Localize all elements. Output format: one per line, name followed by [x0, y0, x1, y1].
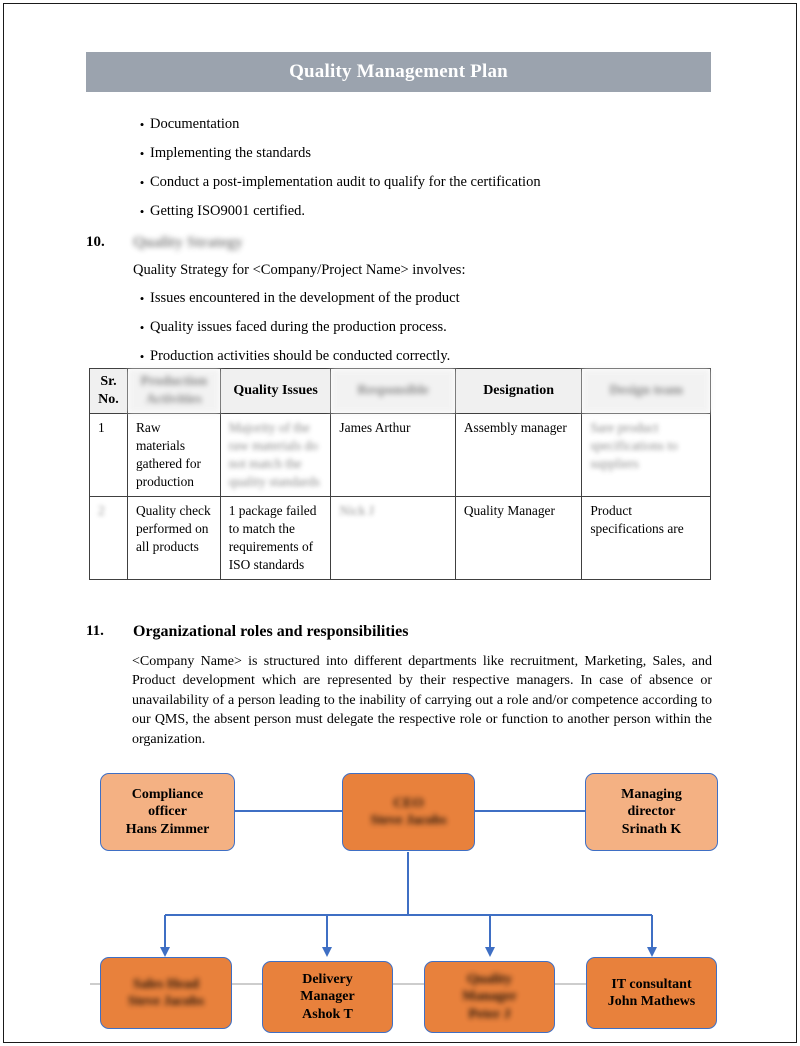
- cell-production-activities: Raw materials gathered for production: [126, 413, 221, 497]
- cell-responsible: James Arthur: [330, 413, 456, 497]
- cell-quality-issues: 1 package failed to match the requiremen…: [219, 496, 332, 580]
- list-item: • Production activities should be conduc…: [134, 347, 796, 366]
- list-item: • Quality issues faced during the produc…: [134, 318, 796, 337]
- org-box-managing-director[interactable]: Managing director Srinath K: [585, 773, 718, 851]
- list-item-label: Issues encountered in the development of…: [150, 290, 460, 306]
- column-header-design-team: Design team: [581, 368, 711, 414]
- org-box-label: CEO Steve Jacobs: [370, 795, 447, 829]
- list-item-label: Implementing the standards: [150, 145, 312, 161]
- cell-designation: Quality Manager: [454, 496, 583, 580]
- list-item-label: Quality issues faced during the producti…: [150, 319, 447, 335]
- list-item: • Getting ISO9001 certified.: [134, 202, 796, 221]
- table-row: 2 Quality check performed on all product…: [89, 496, 711, 580]
- column-header-production-activities: Production Activities: [126, 368, 221, 414]
- org-box-compliance-officer[interactable]: Compliance officer Hans Zimmer: [100, 773, 235, 851]
- list-item: • Implementing the standards: [134, 144, 796, 163]
- document-title-banner: Quality Management Plan: [86, 52, 711, 92]
- org-box-delivery-manager[interactable]: Delivery Manager Ashok T: [262, 961, 393, 1033]
- column-header-quality-issues: Quality Issues: [219, 368, 332, 414]
- list-item: • Conduct a post-implementation audit to…: [134, 173, 796, 192]
- cell-responsible: Nick J: [330, 496, 456, 580]
- cell-sr-no: 1: [89, 413, 128, 497]
- cell-sr-no: 2: [89, 496, 128, 580]
- org-box-label: Quality Manager Peter J: [462, 971, 517, 1022]
- bullet-icon: •: [139, 320, 145, 335]
- bullet-list-top: • Documentation • Implementing the stand…: [134, 115, 796, 231]
- section-10-heading: Quality Strategy: [133, 234, 243, 251]
- org-box-label: Delivery Manager Ashok T: [300, 971, 355, 1022]
- org-box-ceo[interactable]: CEO Steve Jacobs: [342, 773, 475, 851]
- list-item: • Documentation: [134, 115, 796, 134]
- list-item-label: Getting ISO9001 certified.: [150, 203, 306, 219]
- org-box-label: IT consultant John Mathews: [607, 976, 696, 1010]
- list-item: • Issues encountered in the development …: [134, 289, 796, 308]
- org-box-label: Managing director Srinath K: [621, 786, 682, 837]
- column-header-designation: Designation: [454, 368, 583, 414]
- page-content: Quality Management Plan • Documentation …: [4, 4, 795, 1041]
- bullet-icon: •: [139, 117, 145, 132]
- bullet-icon: •: [139, 175, 145, 190]
- cell-quality-issues: Majority of the raw materials do not mat…: [219, 413, 332, 497]
- cell-design-team: Sare product specifications to suppliers: [581, 413, 711, 497]
- quality-issues-table: Sr. No. Production Activities Quality Is…: [89, 368, 711, 580]
- org-box-label: Compliance officer Hans Zimmer: [125, 786, 210, 837]
- bullet-list-strategy: • Issues encountered in the development …: [134, 289, 796, 376]
- document-page: Quality Management Plan • Documentation …: [3, 3, 797, 1043]
- list-item-label: Documentation: [150, 116, 240, 132]
- section-11-paragraph: <Company Name> is structured into differ…: [132, 654, 712, 747]
- org-box-label: Sales Head Steve Jacobs: [128, 976, 204, 1010]
- page-title: Quality Management Plan: [289, 61, 508, 82]
- org-box-sales-head[interactable]: Sales Head Steve Jacobs: [100, 957, 232, 1029]
- cell-designation: Assembly manager: [454, 413, 583, 497]
- bullet-icon: •: [139, 291, 145, 306]
- cell-production-activities: Quality check performed on all products: [126, 496, 221, 580]
- column-header-sr-no: Sr. No.: [89, 368, 128, 414]
- organization-chart: D R Compliance officer Hans Zimmer CEO S…: [4, 759, 795, 1041]
- section-11-number: 11.: [86, 623, 104, 639]
- bullet-icon: •: [139, 204, 145, 219]
- section-11-heading: Organizational roles and responsibilitie…: [133, 623, 409, 640]
- section-10-intro: Quality Strategy for <Company/Project Na…: [133, 262, 466, 278]
- cell-design-team: Product specifications are: [581, 496, 711, 580]
- list-item-label: Conduct a post-implementation audit to q…: [150, 174, 541, 190]
- list-item-label: Production activities should be conducte…: [150, 348, 451, 364]
- org-box-it-consultant[interactable]: IT consultant John Mathews: [586, 957, 717, 1029]
- table-row: 1 Raw materials gathered for production …: [89, 413, 711, 497]
- org-box-quality-manager[interactable]: Quality Manager Peter J: [424, 961, 555, 1033]
- table-header-row: Sr. No. Production Activities Quality Is…: [89, 368, 711, 414]
- section-10-number: 10.: [86, 234, 105, 250]
- bullet-icon: •: [139, 349, 145, 364]
- bullet-icon: •: [139, 146, 145, 161]
- column-header-responsible: Responsible: [330, 368, 456, 414]
